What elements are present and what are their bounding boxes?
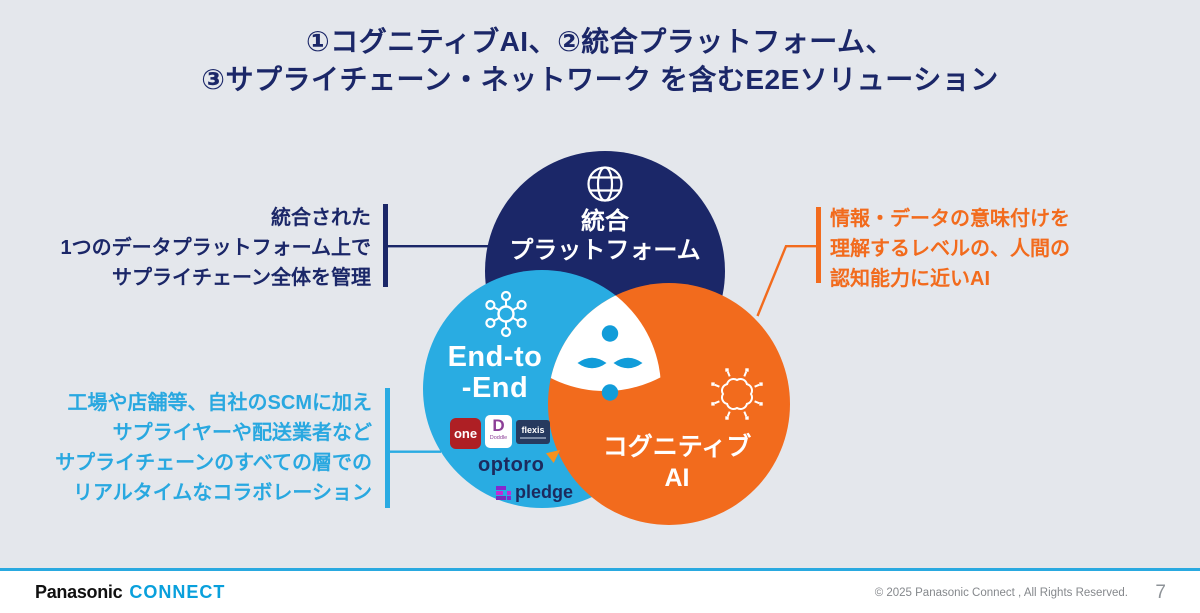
page-number: 7 (1155, 582, 1166, 603)
cognitive-annotation-line: 情報・データの意味付けを (830, 208, 1070, 230)
one-network-logo: one (450, 418, 481, 449)
slide-footer: Panasonic CONNECT © 2025 Panasonic Connec… (0, 568, 1200, 613)
cognitive-label-line2: AI (664, 464, 690, 492)
cognitive-annotation-line: 認知能力に近いAI (830, 268, 990, 290)
one-network-logo-text: one (453, 426, 478, 441)
end-to-end-note-connector (385, 388, 441, 508)
platform-annotation-line: サプライチェーン全体を管理 (112, 267, 371, 289)
optoro-flag-icon (546, 450, 560, 463)
copyright-text: © 2025 Panasonic Connect , All Rights Re… (874, 587, 1128, 599)
slide-title: ①コグニティブAI、②統合プラットフォーム、 ③サプライチェーン・ネットワーク … (0, 23, 1200, 99)
panasonic-logo-text: Panasonic (35, 582, 123, 602)
venn-diagram (383, 151, 821, 525)
doddle-logo-caption: Doddle (489, 435, 508, 441)
doddle-logo: D Doddle (485, 415, 512, 448)
platform-label-line2: プラットフォーム (509, 237, 701, 264)
platform-note-connector (383, 204, 488, 287)
pledge-logo-icon (496, 485, 511, 500)
flexis-logo-subline (520, 437, 546, 439)
optoro-logo-text: optoro (478, 454, 545, 476)
end-to-end-annotation-line: 工場や店舗等、自社のSCMに加え (67, 392, 372, 414)
pledge-logo-text: pledge (515, 482, 574, 502)
slide-title-line2: ③サプライチェーン・ネットワーク を含むE2Eソリューション (201, 64, 999, 95)
partner-logos: one D Doddle flexis optoro pledge (450, 415, 580, 503)
platform-annotation-line: 1つのデータプラットフォーム上で (60, 237, 371, 259)
slide-title-line1: ①コグニティブAI、②統合プラットフォーム、 (306, 26, 894, 57)
cognitive-ai-circle-label: コグニティブ AI (577, 432, 777, 494)
pledge-logo: pledge (496, 482, 580, 503)
end-to-end-annotation: 工場や店舗等、自社のSCMに加え サプライヤーや配送業者など サプライチェーンの… (55, 388, 372, 508)
cognitive-label-line1: コグニティブ (602, 433, 752, 461)
platform-circle-label: 統合 プラットフォーム (455, 207, 755, 265)
flexis-logo: flexis (516, 420, 550, 444)
doddle-logo-letter: D (492, 416, 505, 435)
globe-icon (587, 166, 623, 202)
platform-annotation: 統合された 1つのデータプラットフォーム上で サプライチェーン全体を管理 (60, 203, 371, 293)
cognitive-annotation-line: 理解するレベルの、人間の (830, 238, 1070, 260)
connect-logo-text: CONNECT (129, 582, 226, 602)
end-to-end-annotation-line: サプライヤーや配送業者など (112, 422, 372, 444)
cognitive-annotation: 情報・データの意味付けを 理解するレベルの、人間の 認知能力に近いAI (830, 204, 1070, 294)
blue-yonder-mark-icon (577, 325, 643, 401)
end-to-end-label-line1: End-to (447, 341, 543, 373)
end-to-end-circle-label: End-to -End (395, 342, 595, 404)
flexis-logo-text: flexis (521, 425, 545, 435)
platform-label-line1: 統合 (581, 208, 629, 235)
ai-brain-icon (711, 368, 763, 420)
panasonic-connect-logo: Panasonic CONNECT (35, 582, 225, 603)
end-to-end-annotation-line: サプライチェーンのすべての層での (55, 452, 372, 474)
end-to-end-annotation-line: リアルタイムなコラボレーション (73, 482, 372, 504)
platform-annotation-line: 統合された (271, 207, 371, 229)
end-to-end-label-line2: -End (461, 372, 529, 404)
optoro-logo: optoro (478, 450, 560, 477)
network-icon (485, 290, 527, 338)
cognitive-note-connector (756, 207, 821, 317)
